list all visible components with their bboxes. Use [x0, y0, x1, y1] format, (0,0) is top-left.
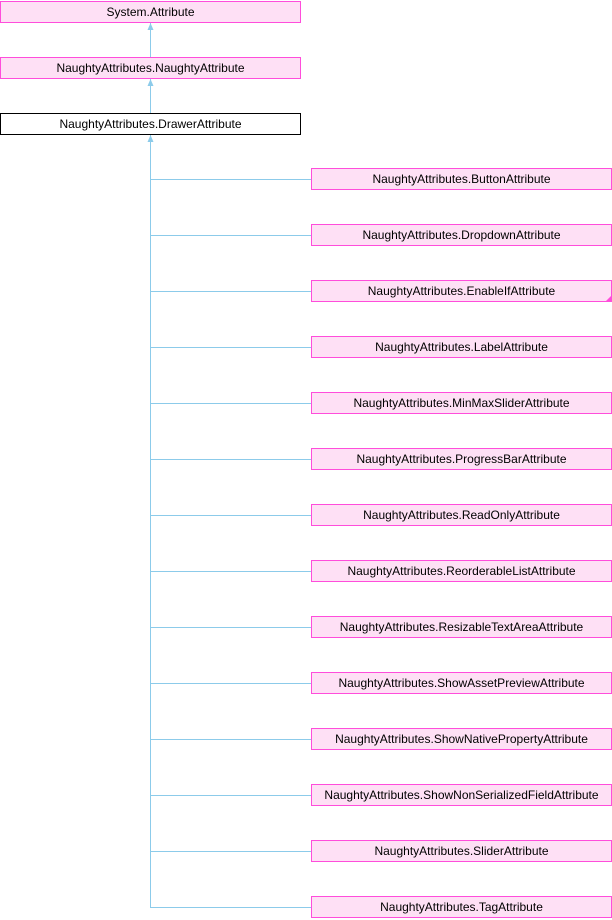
class-node-showassetpreviewattribute[interactable]: NaughtyAttributes.ShowAssetPreviewAttrib… [311, 672, 612, 694]
class-node-tagattribute[interactable]: NaughtyAttributes.TagAttribute [311, 896, 612, 918]
class-node-resizabletextareaattribute[interactable]: NaughtyAttributes.ResizableTextAreaAttri… [311, 616, 612, 638]
class-node-minmaxsliderattribute[interactable]: NaughtyAttributes.MinMaxSliderAttribute [311, 392, 612, 414]
class-node-shownonserializedfieldattribute[interactable]: NaughtyAttributes.ShowNonSerializedField… [311, 784, 612, 806]
class-node-drawerattribute[interactable]: NaughtyAttributes.DrawerAttribute [0, 113, 301, 135]
arrowhead-icon [147, 23, 154, 30]
class-node-progressbarattribute[interactable]: NaughtyAttributes.ProgressBarAttribute [311, 448, 612, 470]
class-node-buttonattribute[interactable]: NaughtyAttributes.ButtonAttribute [311, 168, 612, 190]
class-node-readonlyattribute[interactable]: NaughtyAttributes.ReadOnlyAttribute [311, 504, 612, 526]
class-node-shownativepropertyattribute[interactable]: NaughtyAttributes.ShowNativePropertyAttr… [311, 728, 612, 750]
class-node-reorderablelistattribute[interactable]: NaughtyAttributes.ReorderableListAttribu… [311, 560, 612, 582]
arrowhead-icon [147, 135, 154, 142]
class-node-sliderattribute[interactable]: NaughtyAttributes.SliderAttribute [311, 840, 612, 862]
class-node-dropdownattribute[interactable]: NaughtyAttributes.DropdownAttribute [311, 224, 612, 246]
class-node-labelattribute[interactable]: NaughtyAttributes.LabelAttribute [311, 336, 612, 358]
arrowhead-icon [147, 79, 154, 86]
class-node-attribute[interactable]: System.Attribute [0, 1, 301, 23]
class-node-naughtyattribute[interactable]: NaughtyAttributes.NaughtyAttribute [0, 57, 301, 79]
class-node-enableifattribute[interactable]: NaughtyAttributes.EnableIfAttribute [311, 280, 612, 302]
